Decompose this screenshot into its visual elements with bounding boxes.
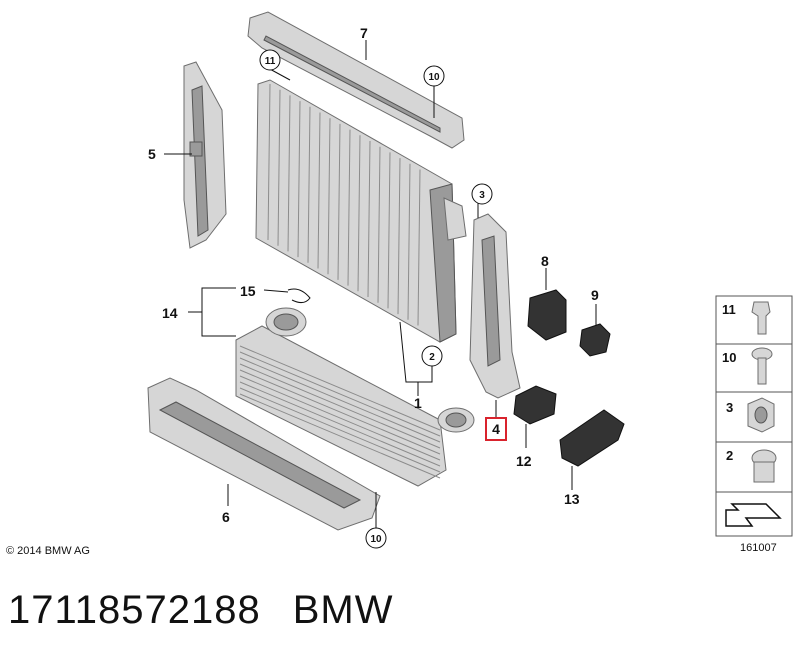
legend-arrow-icon xyxy=(725,503,782,527)
legend-label-2: 2 xyxy=(726,448,733,463)
callout-2: 2 xyxy=(429,352,435,363)
copyright-text: © 2014 BMW AG xyxy=(6,545,90,557)
side-panel-part-5 xyxy=(183,61,227,249)
part-caption: 17118572188 BMW xyxy=(8,588,394,633)
callout-11: 11 xyxy=(265,56,276,67)
callout-9: 9 xyxy=(591,287,599,303)
intercooler-fin xyxy=(239,363,441,449)
callout-4-highlight-box xyxy=(485,417,507,441)
leader-lines xyxy=(164,40,597,528)
callout-14: 14 xyxy=(162,305,178,321)
callout-12: 12 xyxy=(516,453,532,469)
legend-label-11: 11 xyxy=(722,302,736,317)
radiator-fin xyxy=(417,169,421,326)
legend-label-3: 3 xyxy=(726,400,733,415)
side-bracket-part-4 xyxy=(469,213,521,399)
callout-10-bottom-circle xyxy=(365,527,387,549)
callout-3-circle xyxy=(471,183,493,205)
rubber-mount-part-13 xyxy=(559,409,625,467)
radiator-fin xyxy=(387,152,391,309)
legend-nut-icon-3 xyxy=(747,397,775,433)
rubber-mount-part-12 xyxy=(513,385,557,425)
radiator-fin xyxy=(347,129,351,286)
radiator-fin xyxy=(277,89,281,246)
radiator-fin xyxy=(407,163,411,320)
intercooler-fin xyxy=(239,381,441,467)
callout-3: 3 xyxy=(479,190,485,201)
radiator-fin xyxy=(357,135,361,292)
callout-10-top-circle xyxy=(423,65,445,87)
legend-label-10: 10 xyxy=(722,350,736,365)
callout-labels: 7 11 10 5 3 2 1 14 15 6 10 8 9 4 12 13 xyxy=(148,25,599,549)
mount-part-8 xyxy=(527,289,567,341)
callout-4: 4 xyxy=(492,421,500,437)
radiator-part-1 xyxy=(255,79,467,343)
radiator-fin xyxy=(287,95,291,252)
callout-11-circle xyxy=(259,49,281,71)
callout-15: 15 xyxy=(240,283,256,299)
callout-2-circle xyxy=(421,345,443,367)
diagram-number: 161007 xyxy=(740,542,777,554)
radiator-fin xyxy=(317,112,321,269)
intercooler-fin xyxy=(239,387,441,473)
upper-cover-part-7 xyxy=(247,11,465,149)
radiator-fin xyxy=(307,106,311,263)
callout-8: 8 xyxy=(541,253,549,269)
legend-bolt-icon-11 xyxy=(751,301,771,335)
clip-part-15 xyxy=(287,288,311,304)
mount-part-9 xyxy=(579,323,611,357)
callout-13: 13 xyxy=(564,491,580,507)
callout-10-bottom: 10 xyxy=(370,534,382,545)
lower-panel-part-6 xyxy=(147,377,381,531)
callout-7: 7 xyxy=(360,25,368,41)
intercooler-fin xyxy=(239,393,441,479)
radiator-fin xyxy=(337,123,341,280)
part-number: 17118572188 xyxy=(8,588,261,632)
radiator-fin xyxy=(327,118,331,275)
intercooler-fin xyxy=(239,351,441,437)
intercooler-part-14 xyxy=(235,307,475,487)
callout-1: 1 xyxy=(414,395,422,411)
intercooler-fin xyxy=(239,345,441,431)
intercooler-fin xyxy=(239,357,441,443)
intercooler-fin xyxy=(239,369,441,455)
legend-plug-icon-2 xyxy=(751,449,777,483)
radiator-fin xyxy=(267,83,271,241)
legend-screw-icon-10 xyxy=(751,347,773,385)
callout-5: 5 xyxy=(148,146,156,162)
radiator-fin xyxy=(367,140,371,298)
callout-10-top: 10 xyxy=(428,72,440,83)
brand-name: BMW xyxy=(292,588,394,632)
intercooler-fin xyxy=(239,375,441,461)
radiator-fin xyxy=(377,146,381,303)
radiator-fin xyxy=(297,101,301,258)
legend-panel: 11 10 3 2 161007 xyxy=(715,295,793,554)
radiator-fin xyxy=(397,158,401,315)
callout-6: 6 xyxy=(222,509,230,525)
